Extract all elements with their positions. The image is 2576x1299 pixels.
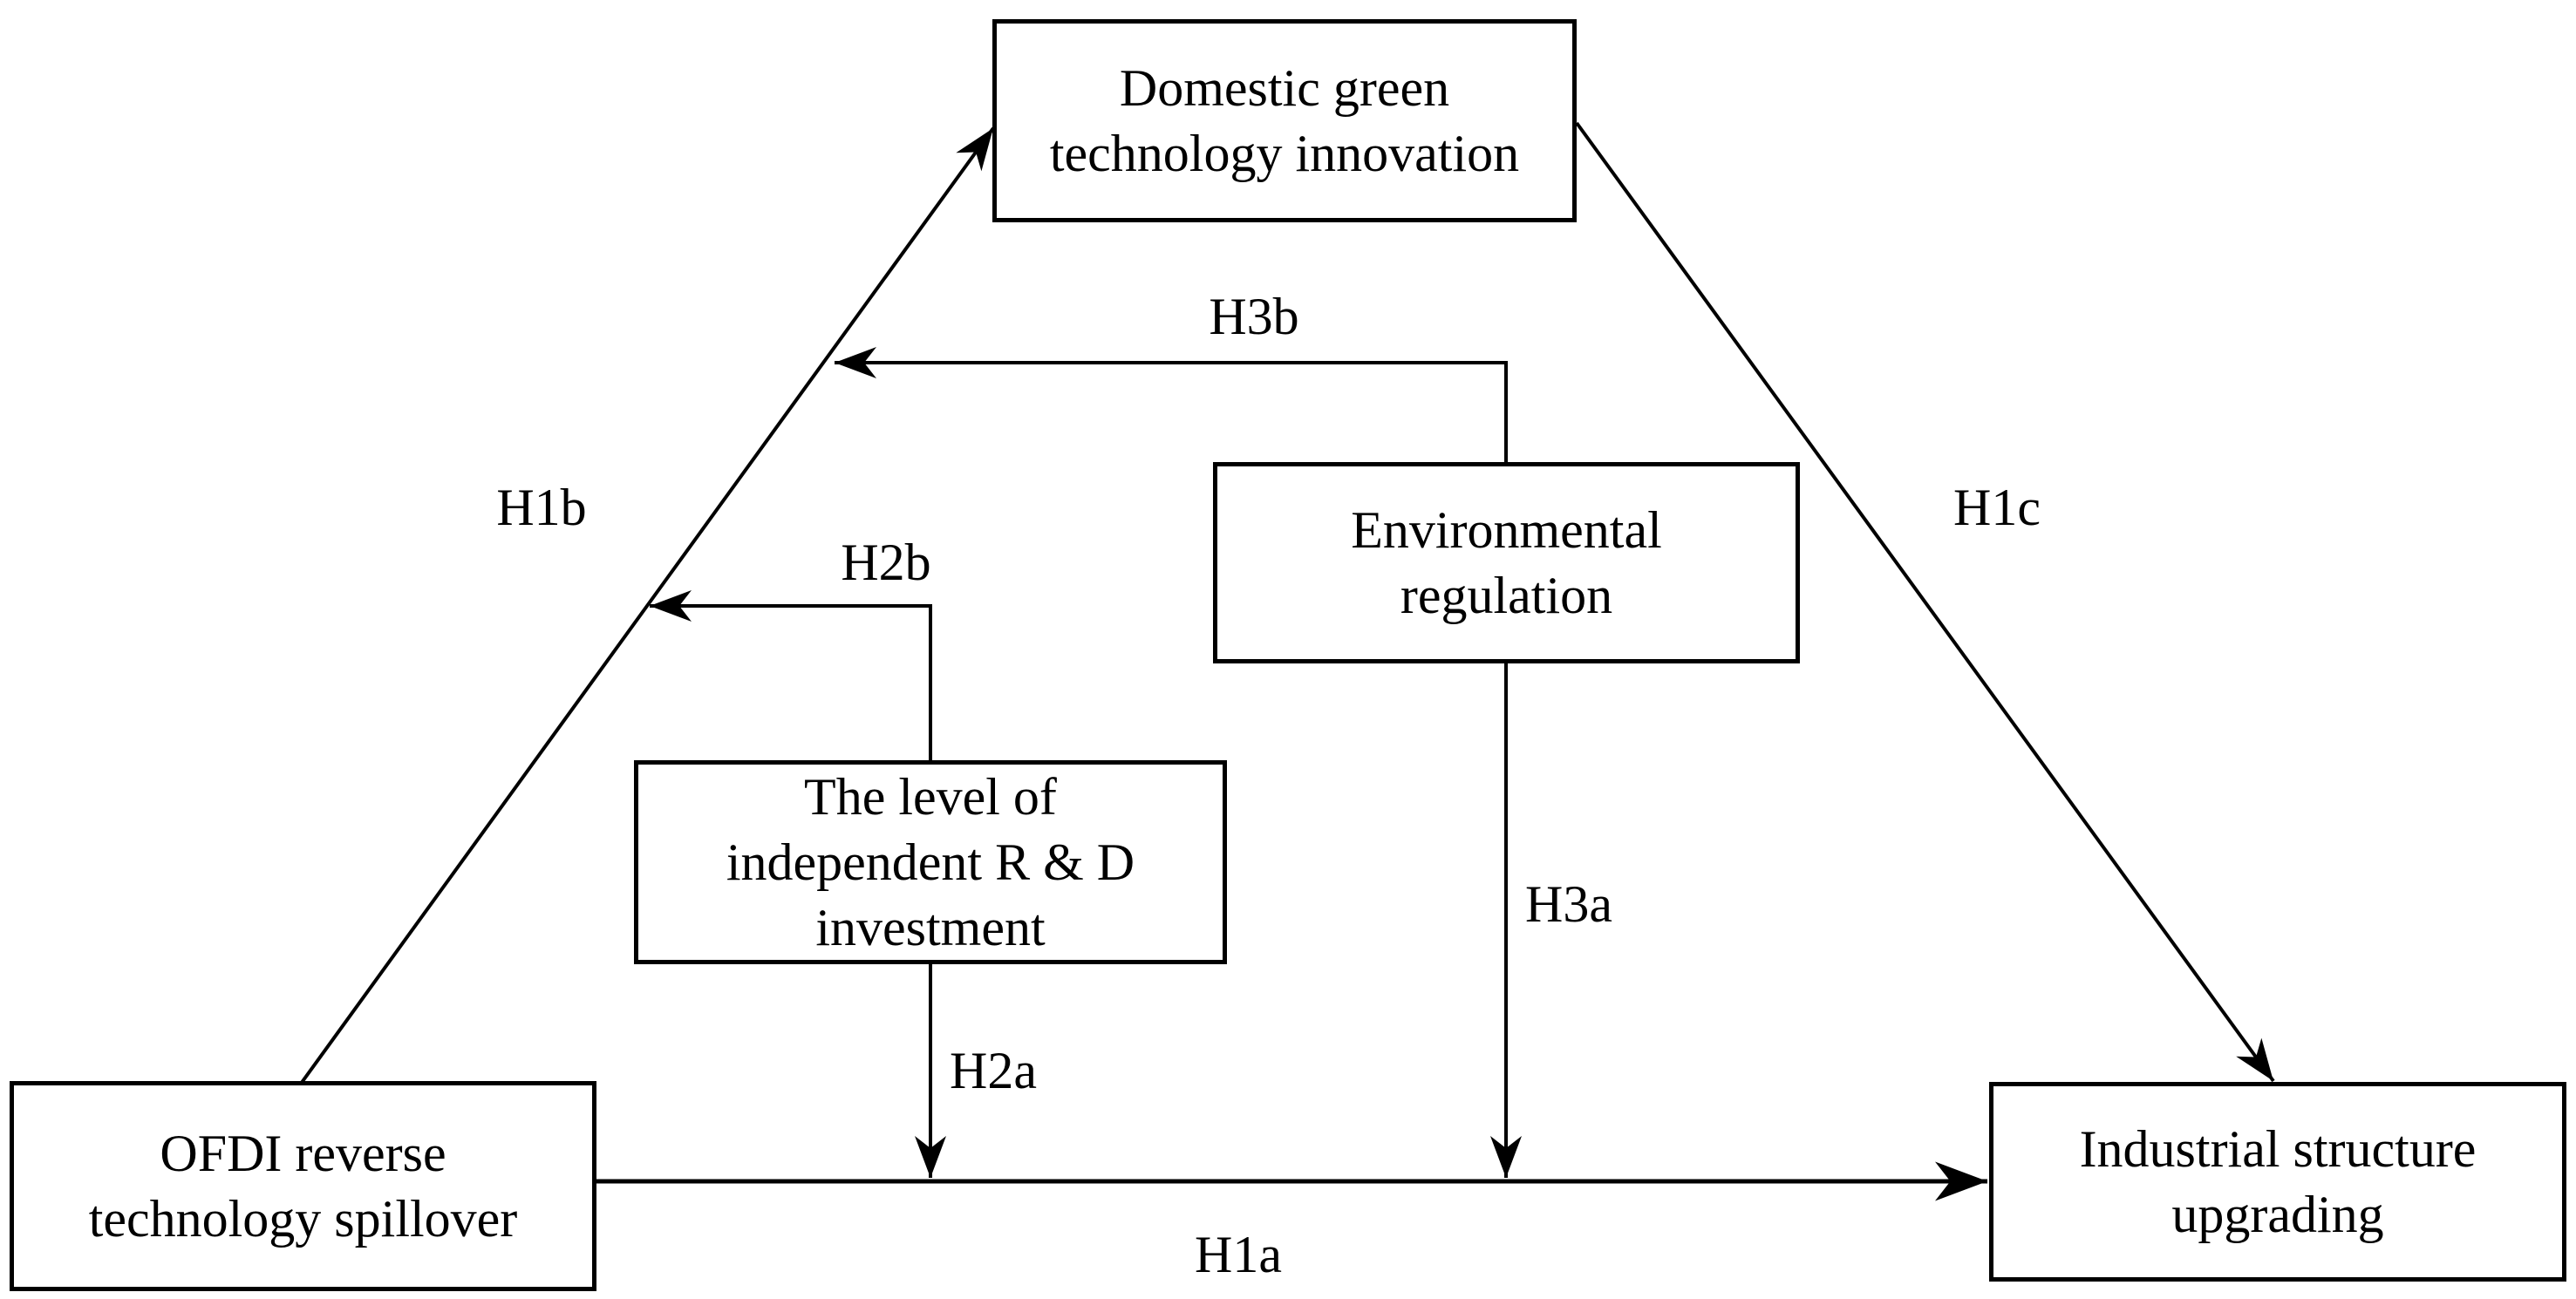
node-independent-rd-investment-label: The level of independent R & D investmen… xyxy=(726,767,1135,956)
node-environmental-regulation: Environmental regulation xyxy=(1213,462,1800,663)
hypothesis-label-h2b: H2b xyxy=(841,534,931,591)
hypothesis-label-h2a: H2a xyxy=(950,1042,1037,1099)
arrow-h2b xyxy=(650,590,932,760)
arrow-h1c xyxy=(1575,121,2275,1083)
node-industrial-structure-upgrading: Industrial structure upgrading xyxy=(1989,1082,2566,1282)
arrow-h1b xyxy=(299,126,995,1085)
hypothesis-label-h1b: H1b xyxy=(496,479,587,536)
node-environmental-regulation-label: Environmental regulation xyxy=(1351,500,1662,624)
node-independent-rd-investment: The level of independent R & D investmen… xyxy=(634,760,1227,964)
hypothesis-label-h1c: H1c xyxy=(1953,479,2041,536)
node-domestic-green-technology-innovation: Domestic green technology innovation xyxy=(992,19,1577,222)
hypothesis-label-h1a: H1a xyxy=(1195,1226,1282,1283)
node-industrial-structure-upgrading-label: Industrial structure upgrading xyxy=(2079,1119,2477,1243)
hypothesis-label-h3b: H3b xyxy=(1209,288,1299,345)
hypothesis-label-h3a: H3a xyxy=(1525,875,1612,933)
node-ofdi-reverse-technology-spillover-label: OFDI reverse technology spillover xyxy=(88,1124,518,1248)
node-domestic-green-label: Domestic green technology innovation xyxy=(1049,58,1520,182)
arrow-h3b xyxy=(835,347,1508,462)
node-ofdi-reverse-technology-spillover: OFDI reverse technology spillover xyxy=(10,1081,596,1291)
